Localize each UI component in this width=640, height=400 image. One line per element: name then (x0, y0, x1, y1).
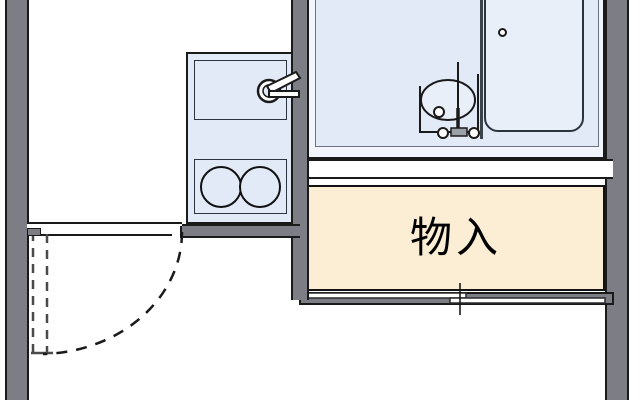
door-jamb-right (172, 226, 182, 236)
bathtub-drain-icon (498, 28, 507, 37)
wall-below-unit-bath (300, 159, 613, 179)
hinged-door[interactable] (27, 231, 187, 364)
kitchen-faucet-icon (250, 66, 310, 108)
burner-left-icon (200, 166, 242, 208)
bath-partition (480, 0, 483, 139)
kitchen-counter (186, 52, 293, 224)
wall-kitchen-bottom-right (180, 224, 300, 238)
wall-right-exterior (605, 0, 629, 400)
wall-vertical-center (291, 0, 309, 300)
door-jamb-left (27, 228, 41, 236)
sliding-closet-doors[interactable] (299, 283, 614, 315)
closet-room: 物入 (307, 185, 605, 291)
burner-right-icon (239, 166, 281, 208)
stove-top (194, 159, 287, 214)
closet-label: 物入 (409, 213, 502, 262)
wall-entry-top (27, 222, 182, 236)
bathtub (484, 0, 584, 132)
wall-left-exterior (5, 0, 29, 400)
washbasin (412, 62, 492, 150)
